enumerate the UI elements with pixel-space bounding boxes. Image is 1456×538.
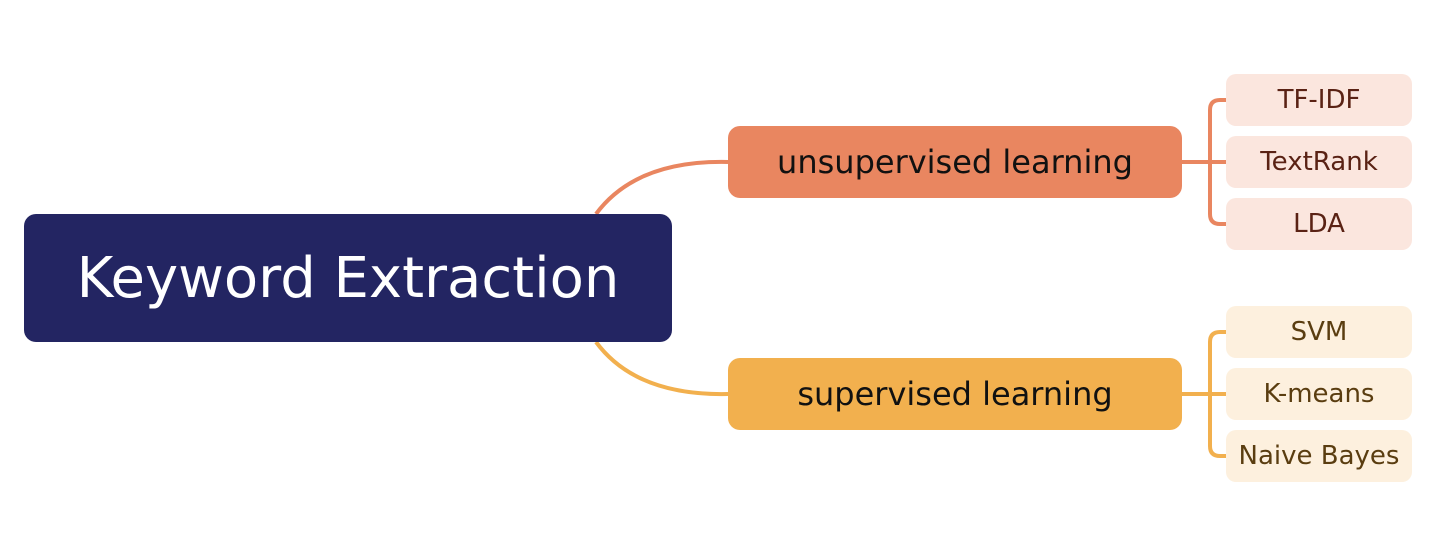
- root-label: Keyword Extraction: [76, 245, 620, 311]
- root-node-keyword-extraction: Keyword Extraction: [24, 214, 672, 342]
- leaf-label: TextRank: [1260, 147, 1378, 177]
- leaf-label: LDA: [1293, 209, 1345, 239]
- leaf-node-tf-idf: TF-IDF: [1226, 74, 1412, 126]
- connector-root-supervised: [594, 340, 729, 397]
- branch-label: unsupervised learning: [777, 143, 1133, 181]
- branch-node-unsupervised-learning: unsupervised learning: [728, 126, 1182, 198]
- connector-root-unsupervised: [594, 159, 729, 216]
- leaf-label: TF-IDF: [1277, 85, 1361, 115]
- leaf-label: SVM: [1290, 317, 1348, 347]
- leaf-label: K-means: [1263, 379, 1375, 409]
- connector-unsupervised-bracket: [1182, 98, 1226, 226]
- leaf-node-lda: LDA: [1226, 198, 1412, 250]
- branch-node-supervised-learning: supervised learning: [728, 358, 1182, 430]
- leaf-node-k-means: K-means: [1226, 368, 1412, 420]
- leaf-node-svm: SVM: [1226, 306, 1412, 358]
- leaf-node-textrank: TextRank: [1226, 136, 1412, 188]
- leaf-label: Naive Bayes: [1238, 441, 1400, 471]
- branch-label: supervised learning: [797, 375, 1113, 413]
- connector-supervised-bracket: [1182, 330, 1226, 458]
- leaf-node-naive-bayes: Naive Bayes: [1226, 430, 1412, 482]
